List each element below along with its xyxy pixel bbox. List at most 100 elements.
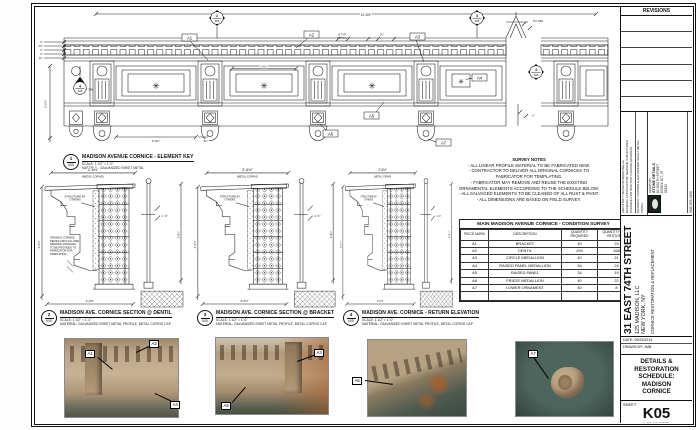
svg-text:4: 4 [79,84,81,88]
svg-text:TO BE PROVIDED TO: TO BE PROVIDED TO [50,245,76,249]
survey-notes: SURVEY NOTES - ALL LINEAR PROFILE MATERI… [425,157,633,203]
bracket-pilaster [305,60,331,141]
revision-row [621,32,692,49]
svg-text:A2: A2 [309,32,315,37]
survey-notes-title: SURVEY NOTES [512,157,546,162]
date-block: DATE: 09/23/2014 DRAWN BY: JMB [621,337,692,355]
revisions-header: REVISIONS [621,7,692,16]
svg-text:2'-6½": 2'-6½" [44,100,48,108]
svg-text:K05: K05 [215,19,220,23]
firm-phone: (802) 655-9458 [687,112,692,213]
elevation-piece-labels: A1 A2 A3 A4 A5 A6 A7 [181,30,488,147]
bracket-pilaster [413,60,439,141]
revision-row [621,81,692,97]
svg-text:PIECES AND FULL SIZE: PIECES AND FULL SIZE [50,239,79,243]
drawing-bubble: 1 K05 [63,154,79,170]
revision-row [621,48,692,65]
photo-cornice-corner [215,337,329,415]
svg-text:✳: ✳ [458,78,464,86]
photo-label-a6: A6 [352,377,363,385]
svg-text:A6: A6 [328,131,334,136]
photo-bracket-dentil [64,338,179,418]
svg-text:A1: A1 [187,35,193,40]
raised-panel [223,65,305,101]
svg-text:4½": 4½" [39,44,43,48]
svg-text:TEMPLATING.: TEMPLATING. [50,252,67,256]
elevation-lines [44,11,609,142]
svg-text:2: 2 [216,14,218,18]
stone-details-logo [648,195,661,213]
sheet-content: ✳ [35,7,692,423]
elevation-drawing: ✳ 2 K05 3 K05 4 K05 4 K05 SIM 14'-6½ [39,9,609,147]
photo-label-a1: A1 [85,350,96,358]
svg-text:FABRICATOR FOR: FABRICATOR FOR [50,249,73,253]
svg-text:3: 3 [476,14,478,18]
project-city: NEW YORK, NY [641,294,648,334]
drafter-info: DRAWN BY: STONE DETAILS 64 SOUTH STREET … [647,112,692,215]
svg-text:A3: A3 [415,34,421,39]
raised-panel [331,65,413,101]
sheet-number: K05 [642,405,671,422]
svg-text:4: 4 [535,68,537,72]
revision-row [621,16,692,33]
project-street: 31 EAST 74TH STREET [623,225,634,334]
svg-text:1¾": 1¾" [380,34,384,37]
svg-text:3'-6¼": 3'-6¼" [152,139,160,143]
elevation-dimensions: 14'-6½" ⅝" 4½" ¾" ⅝" 1¾" 2'-6½" 3'-6¼" 6… [39,12,544,144]
project-scope: CORNICE RESTORATION & REPLACEMENT [650,249,656,334]
sheet-count: 1 OF 6 SHEETS [621,422,692,423]
revision-row [621,65,692,81]
svg-text:14'-6½": 14'-6½" [361,13,372,17]
svg-text:6¼": 6¼" [204,139,209,143]
svg-text:⅝": ⅝" [40,41,43,44]
svg-text:A5: A5 [369,113,375,118]
svg-text:DRAWING PROFILES: DRAWING PROFILES [50,242,76,246]
section-note: ORIGINAL CORNICE PIECES AND FULL SIZE DR… [50,236,79,256]
svg-text:4½" MIN.: 4½" MIN. [533,19,544,23]
svg-text:¾": ¾" [40,49,43,52]
ornament-piece [550,367,584,399]
condition-survey-table: MAIN MADISON AVENUE CORNICE - CONDITION … [459,219,636,303]
svg-text:ORIGINAL CORNICE: ORIGINAL CORNICE [50,236,75,240]
photo-dentil-row [371,347,463,382]
sheet-number-block: SHEET K05 1 OF 6 SHEETS [621,401,692,423]
table-row-empty [460,291,636,302]
svg-text:(VARIES): (VARIES) [337,37,347,40]
contractor-info: ARCHITECT: BEYER BLINDER BELLE GENERAL C… [621,112,648,215]
svg-text:⅝": ⅝" [40,53,43,56]
table-header-row: PIECE MARK DESCRIPTION QUANTITY REQUIRED… [460,229,636,241]
svg-text:K05: K05 [78,89,83,93]
elevation-marker-bubble-sim: 4 K05 SIM [73,76,94,95]
sheet-title-block: DETAILS & RESTORATION SCHEDULE: MADISON … [621,355,692,401]
panel-with-medallion: ✳ [439,65,503,101]
section-cut-bubble-3: 3 K05 [468,9,486,27]
raised-panel [115,65,197,101]
photo-label-a7: A7 [528,350,539,358]
bracket-pilaster [89,60,115,141]
svg-text:SIM: SIM [89,88,94,92]
svg-text:¾": ¾" [532,115,535,118]
drawing-title-1: 1 K05 MADISON AVENUE CORNICE - ELEMENT K… [63,154,194,170]
sheet-border: ✳ [31,3,696,427]
svg-text:2'-6¾": 2'-6¾" [260,65,267,68]
drawing-scale: SCALE: 1 1/2" = 1'-0" [82,161,114,166]
elevation-marker-bubble-4: 4 K05 [527,63,545,81]
sheet-date: DATE: 09/23/2014 [621,337,692,345]
drawing-material: MATERIAL: GALVANIZED SHEET METAL [82,165,144,170]
svg-text:1¾": 1¾" [39,57,43,60]
bracket-pilaster [197,60,223,141]
section-dentil-drawing: ORIGINAL CORNICE PIECES AND FULL SIZE DR… [37,167,184,308]
revisions-block: REVISIONS [621,7,692,112]
sheet-drawn-by: DRAWN BY: JMB [623,345,652,350]
photo-salvaged-pieces [367,339,467,417]
